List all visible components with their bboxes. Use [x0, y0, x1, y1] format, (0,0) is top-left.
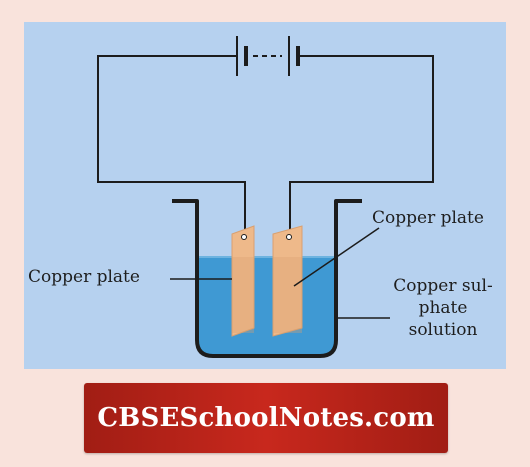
solution-label-line3: solution: [408, 320, 478, 340]
battery-icon: [236, 36, 300, 76]
beaker: [172, 199, 362, 358]
solution-label-line2: phate: [418, 298, 468, 318]
solution-label-line1: Copper sul-: [393, 276, 493, 296]
watermark-banner: CBSESchoolNotes.com: [84, 383, 448, 453]
left-copper-plate: [231, 225, 255, 337]
banner-text: CBSESchoolNotes.com: [97, 403, 435, 433]
solution-label: Copper sul- phate solution: [386, 275, 500, 341]
left-plate-label: Copper plate: [28, 267, 140, 287]
wire-left: [97, 55, 246, 230]
wire-right: [289, 55, 434, 230]
right-plate-pointer: [293, 227, 380, 287]
right-plate-label: Copper plate: [372, 208, 484, 228]
right-copper-plate: [272, 225, 303, 337]
